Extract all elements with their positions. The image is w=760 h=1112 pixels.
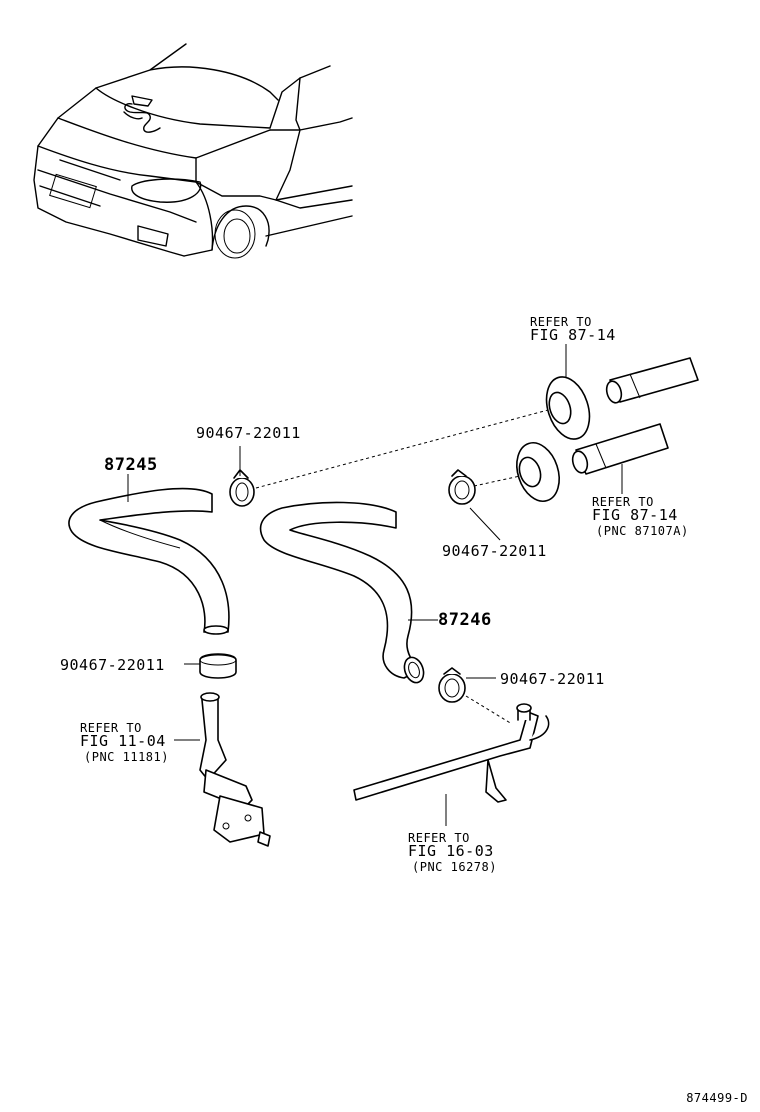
hose-87245 bbox=[68, 487, 230, 635]
figure-code: 874499-D bbox=[686, 1091, 748, 1105]
vehicle-locator-illustration bbox=[33, 43, 353, 259]
refer-bottom-line2: FIG 16-03 bbox=[408, 842, 494, 860]
water-pipe-assembly bbox=[353, 703, 550, 803]
refer-top: REFER TO FIG 87-14 bbox=[530, 315, 616, 344]
refer-top-line1: REFER TO bbox=[530, 315, 592, 329]
grommet-lower bbox=[516, 442, 560, 502]
clamp-top-left bbox=[229, 469, 255, 507]
clamp-right-lower bbox=[438, 667, 466, 703]
refer-right-line1: REFER TO bbox=[592, 495, 654, 509]
refer-right: REFER TO FIG 87-14 (PNC 87107A) bbox=[592, 495, 689, 538]
connection-lines bbox=[255, 409, 549, 725]
hose-87246 bbox=[259, 501, 425, 684]
refer-bottom-line1: REFER TO bbox=[408, 831, 470, 845]
refer-left: REFER TO FIG 11-04 (PNC 11181) bbox=[80, 721, 169, 764]
refer-right-line3: (PNC 87107A) bbox=[596, 524, 689, 538]
heater-pipe-lower bbox=[571, 423, 669, 475]
label-clamp-mid: 90467-22011 bbox=[442, 542, 547, 560]
refer-left-line2: FIG 11-04 bbox=[80, 732, 166, 750]
grommet-upper bbox=[545, 376, 591, 440]
refer-bottom: REFER TO FIG 16-03 (PNC 16278) bbox=[408, 831, 497, 874]
refer-right-line2: FIG 87-14 bbox=[592, 506, 678, 524]
clamp-left-lower bbox=[199, 653, 237, 679]
part-labels: 87245 87246 90467-22011 90467-22011 9046… bbox=[60, 424, 605, 688]
refer-left-line1: REFER TO bbox=[80, 721, 142, 735]
refer-bottom-line3: (PNC 16278) bbox=[412, 860, 497, 874]
refer-left-line3: (PNC 11181) bbox=[84, 750, 169, 764]
clamp-mid bbox=[448, 469, 476, 505]
refer-top-line2: FIG 87-14 bbox=[530, 326, 616, 344]
leader-lines bbox=[127, 344, 623, 826]
label-87245: 87245 bbox=[104, 455, 158, 475]
label-87246: 87246 bbox=[438, 610, 492, 630]
label-clamp-right-lower: 90467-22011 bbox=[500, 670, 605, 688]
label-clamp-left-lower: 90467-22011 bbox=[60, 656, 165, 674]
label-clamp-top-left: 90467-22011 bbox=[196, 424, 301, 442]
water-outlet-assembly bbox=[199, 692, 271, 847]
heater-pipe-upper bbox=[605, 357, 699, 404]
